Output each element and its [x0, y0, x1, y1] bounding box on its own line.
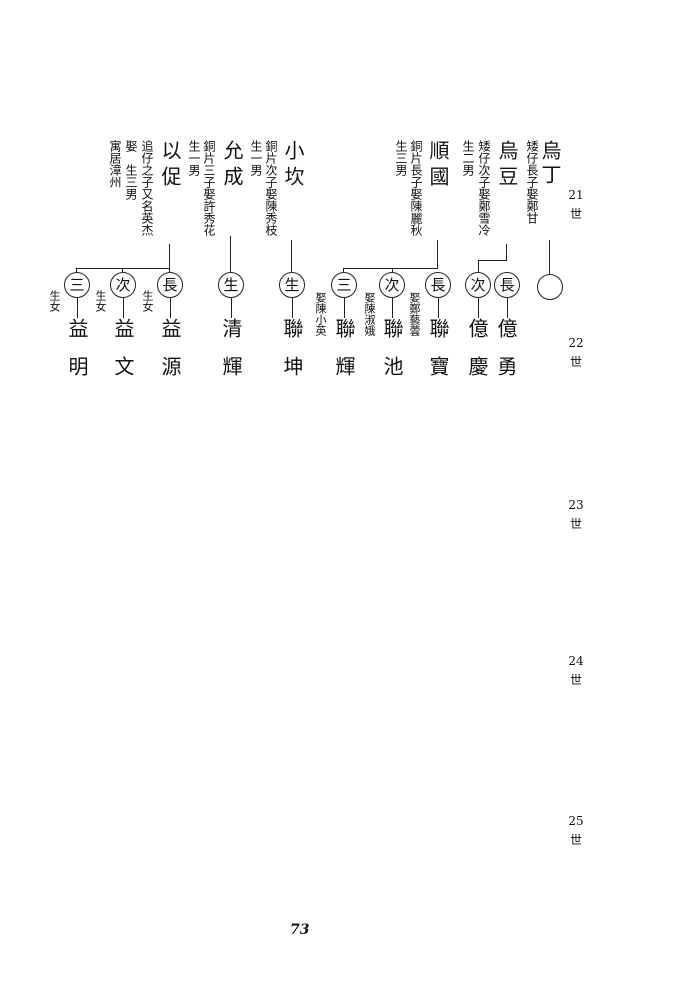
connector-line [291, 240, 292, 272]
connector-line [230, 236, 231, 272]
connector-line [549, 240, 550, 274]
page-number: 73 [290, 922, 310, 938]
gen22-note-lianbao: 娶鄭藝蕓 [408, 292, 421, 336]
gen22-note-yiyuan: 生女 [141, 290, 154, 312]
gen21-note-shunguo: 銅片長子娶陳麗秋 [409, 140, 423, 236]
badge-second-lianchi: 次 [379, 272, 405, 298]
badge-eldest-yiyong: 長 [494, 272, 520, 298]
connector-line [392, 298, 393, 318]
connector-line [506, 244, 507, 260]
gen22-name-qinghui: 清輝 [219, 318, 243, 394]
gen21-note2-xiaokan: 生一男 [249, 140, 263, 176]
gen21-name-yicu: 以促 [158, 140, 182, 192]
gen21-note-yicu: 追仔之子又名英杰 [140, 140, 154, 236]
gen22-name-liankun: 聯坤 [280, 318, 304, 394]
gen22-name-yiyong: 億勇 [494, 318, 518, 394]
connector-line [292, 298, 293, 318]
connector-line [77, 298, 78, 318]
connector-line [123, 298, 124, 318]
gen22-note-yiming: 生女 [48, 290, 61, 312]
connector-line [437, 240, 438, 268]
gen22-name-yiming: 益明 [65, 318, 89, 394]
gen21-name-wuding: 烏丁 [538, 140, 562, 188]
connector-line [507, 298, 508, 318]
gen22-name-lianchi: 聯池 [380, 318, 404, 394]
empty-child-circle [537, 274, 563, 300]
connector-line [478, 298, 479, 318]
gen21-note2-yuncheng: 生一男 [187, 140, 201, 176]
connector-line [438, 298, 439, 318]
connector-line [169, 244, 170, 268]
connector-line [231, 298, 232, 318]
badge-second-yiwen: 次 [110, 272, 136, 298]
gen22-note-yiwen: 生女 [94, 290, 107, 312]
badge-second-yiqing: 次 [465, 272, 491, 298]
connector-line [478, 260, 507, 261]
connector-line [122, 268, 123, 272]
gen22-name-yiyuan: 益源 [158, 318, 182, 394]
connector-line [170, 298, 171, 318]
badge-eldest-yiyuan: 長 [157, 272, 183, 298]
gen22-note-lianhui: 娶陳小英 [314, 292, 327, 336]
connector-line [478, 260, 479, 272]
badge-eldest-lianbao: 長 [425, 272, 451, 298]
badge-only-liankun: 生 [279, 272, 305, 298]
connector-line [169, 268, 170, 272]
gen21-name-yuncheng: 允成 [220, 140, 244, 192]
gen21-note2-yicu: 娶 生三男 [124, 140, 138, 200]
gen21-note3-yicu: 寓居漳州 [108, 140, 122, 188]
gen22-name-lianbao: 聯寶 [426, 318, 450, 394]
gen21-name-shunguo: 順國 [426, 140, 450, 192]
gen21-name-xiaokan: 小坎 [281, 140, 305, 192]
gen22-note-lianchi: 娶陳淑娥 [363, 292, 376, 336]
gen21-name-wudou: 烏豆 [495, 140, 519, 192]
gen22-name-lianhui: 聯輝 [332, 318, 356, 394]
connector-line [392, 268, 393, 272]
gen21-note-xiaokan: 銅片次子娶陳秀枝 [264, 140, 278, 236]
gen21-note2-wudou: 生二男 [461, 140, 475, 176]
badge-only-qinghui: 生 [218, 272, 244, 298]
connector-line [343, 268, 438, 269]
badge-third-lianhui: 三 [331, 272, 357, 298]
gen22-name-yiwen: 益文 [111, 318, 135, 394]
gen21-note-wudou: 矮仔次子娶鄭雪冷 [477, 140, 491, 236]
connector-line [76, 268, 170, 269]
gen21-note-yuncheng: 銅片三子娶許秀花 [202, 140, 216, 236]
connector-line [343, 268, 344, 272]
gen21-note-wuding: 矮仔長子娶鄭甘 [525, 140, 539, 224]
connector-line [344, 298, 345, 318]
badge-third-yiming: 三 [64, 272, 90, 298]
gen21-note2-shunguo: 生三男 [394, 140, 408, 176]
connector-line [76, 268, 77, 272]
gen22-name-yiqing: 億慶 [465, 318, 489, 394]
